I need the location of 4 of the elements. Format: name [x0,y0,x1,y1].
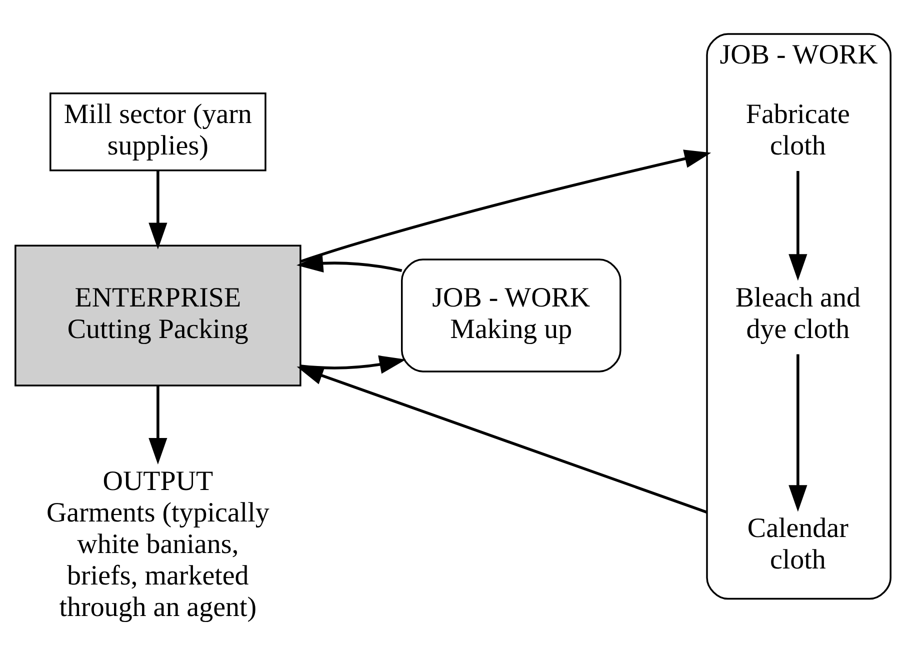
node-text: Fabricate cloth [746,98,850,162]
node-text: OUTPUT Garments (typically white banians, briefs, marketed through an agent) [46,466,270,623]
node-text: Bleach and dye cloth [735,282,860,345]
node-text: Calendar cloth [747,513,848,576]
